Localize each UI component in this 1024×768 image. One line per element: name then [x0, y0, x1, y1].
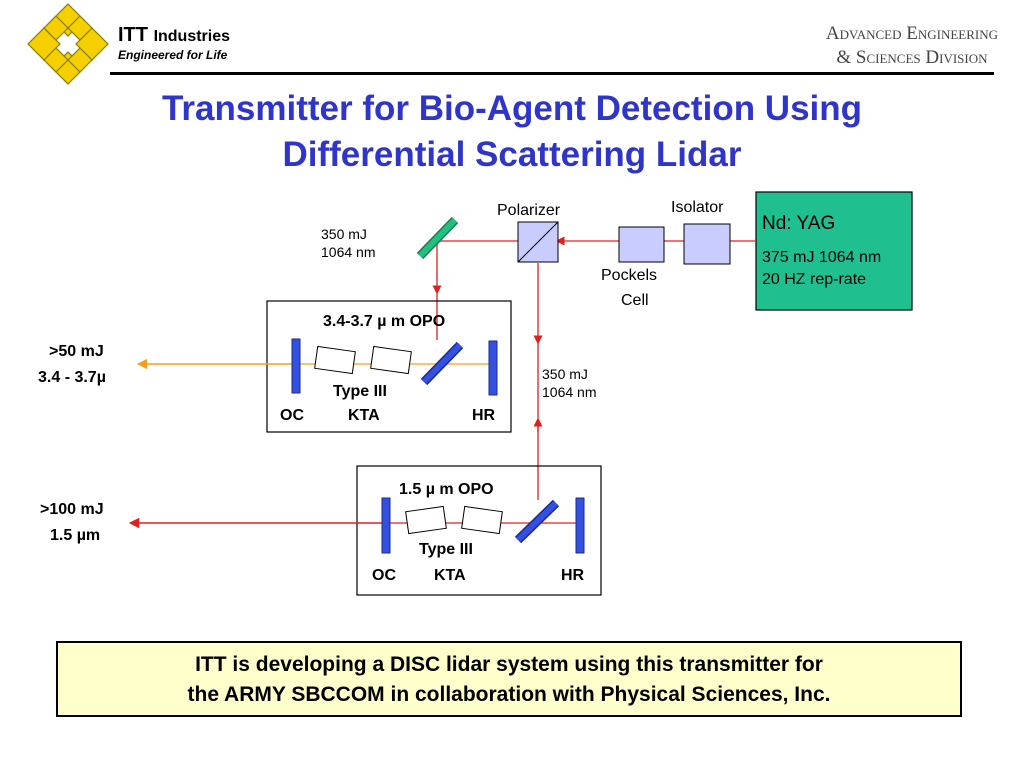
out-bottom-energy: >100 mJ: [40, 501, 104, 518]
division-name: Advanced Engineering & Sciences Division: [826, 22, 998, 70]
opo-top-crystal-1: [314, 345, 356, 375]
opo-top-crystal-label-2: KTA: [348, 407, 380, 424]
logo-itt: ITT: [118, 24, 148, 46]
pump-beam: [432, 236, 756, 500]
opo-bottom-title: 1.5 µ m OPO: [399, 481, 494, 498]
division-line-2: & Sciences Division: [836, 47, 988, 68]
polarizer-cube: [517, 221, 559, 263]
beam-energy-label: 350 mJ: [542, 366, 588, 382]
pockels-label-2: Cell: [621, 292, 649, 309]
opo-top-hr-label: HR: [472, 407, 496, 424]
mirror-energy-label: 350 mJ: [321, 226, 367, 242]
laser-spec-2: 20 HZ rep-rate: [762, 271, 867, 288]
opo-bottom-hr-label: HR: [561, 567, 585, 584]
header-rule: [110, 72, 994, 75]
opo-top-title: 3.4-3.7 µ m OPO: [323, 313, 446, 330]
opo-bottom-crystal-2: [461, 505, 503, 535]
laser-name: Nd: YAG: [762, 213, 836, 234]
beam-wavelength-label: 1064 nm: [542, 384, 597, 400]
isolator-label: Isolator: [671, 199, 724, 216]
opo-bottom-hr-mirror: [575, 497, 585, 554]
opo-top-hr-mirror: [488, 340, 498, 396]
opo-top-box: [266, 300, 512, 433]
note-line-1: ITT is developing a DISC lidar system us…: [195, 653, 823, 676]
out-bottom-wavelength: 1.5 µm: [50, 527, 101, 544]
title-line-2: Differential Scattering Lidar: [282, 135, 742, 174]
opo-bottom-box: [356, 465, 602, 596]
opo-bottom-crystal-1: [405, 505, 447, 535]
mirror-wavelength-label: 1064 nm: [321, 244, 376, 260]
opo-bottom-oc-label: OC: [372, 567, 396, 584]
opo-top-oc-mirror: [291, 338, 301, 394]
pockels-cell: [618, 226, 665, 263]
opo-bottom-crystal-label-2: KTA: [434, 567, 466, 584]
opo-bottom-oc-mirror: [381, 497, 391, 554]
isolator: [683, 223, 731, 265]
note-line-2: the ARMY SBCCOM in collaboration with Ph…: [187, 683, 831, 706]
note-box: ITT is developing a DISC lidar system us…: [56, 641, 962, 717]
pockels-label-1: Pockels: [601, 267, 658, 284]
logo-wordmark: ITT Industries: [118, 24, 230, 47]
nd-yag-laser-box: [755, 191, 913, 311]
title-line-1: Transmitter for Bio-Agent Detection Usin…: [161, 89, 863, 128]
laser-spec-1: 375 mJ 1064 nm: [762, 249, 882, 266]
polarizer-label: Polarizer: [497, 202, 561, 219]
logo-tagline: Engineered for Life: [118, 48, 228, 62]
logo-industries: Industries: [153, 28, 231, 45]
page-title: Transmitter for Bio-Agent Detection Usin…: [0, 86, 1024, 178]
out-top-energy: >50 mJ: [49, 343, 104, 360]
out-top-wavelength: 3.4 - 3.7µ: [38, 369, 106, 386]
division-line-1: Advanced Engineering: [825, 23, 998, 44]
opo-top-oc-label: OC: [280, 407, 304, 424]
opo-bottom-crystal-label-1: Type III: [419, 541, 473, 558]
itt-logo-mark: [27, 3, 109, 85]
opo-top-crystal-label-1: Type III: [333, 383, 387, 400]
opo-top-crystal-2: [370, 345, 412, 375]
